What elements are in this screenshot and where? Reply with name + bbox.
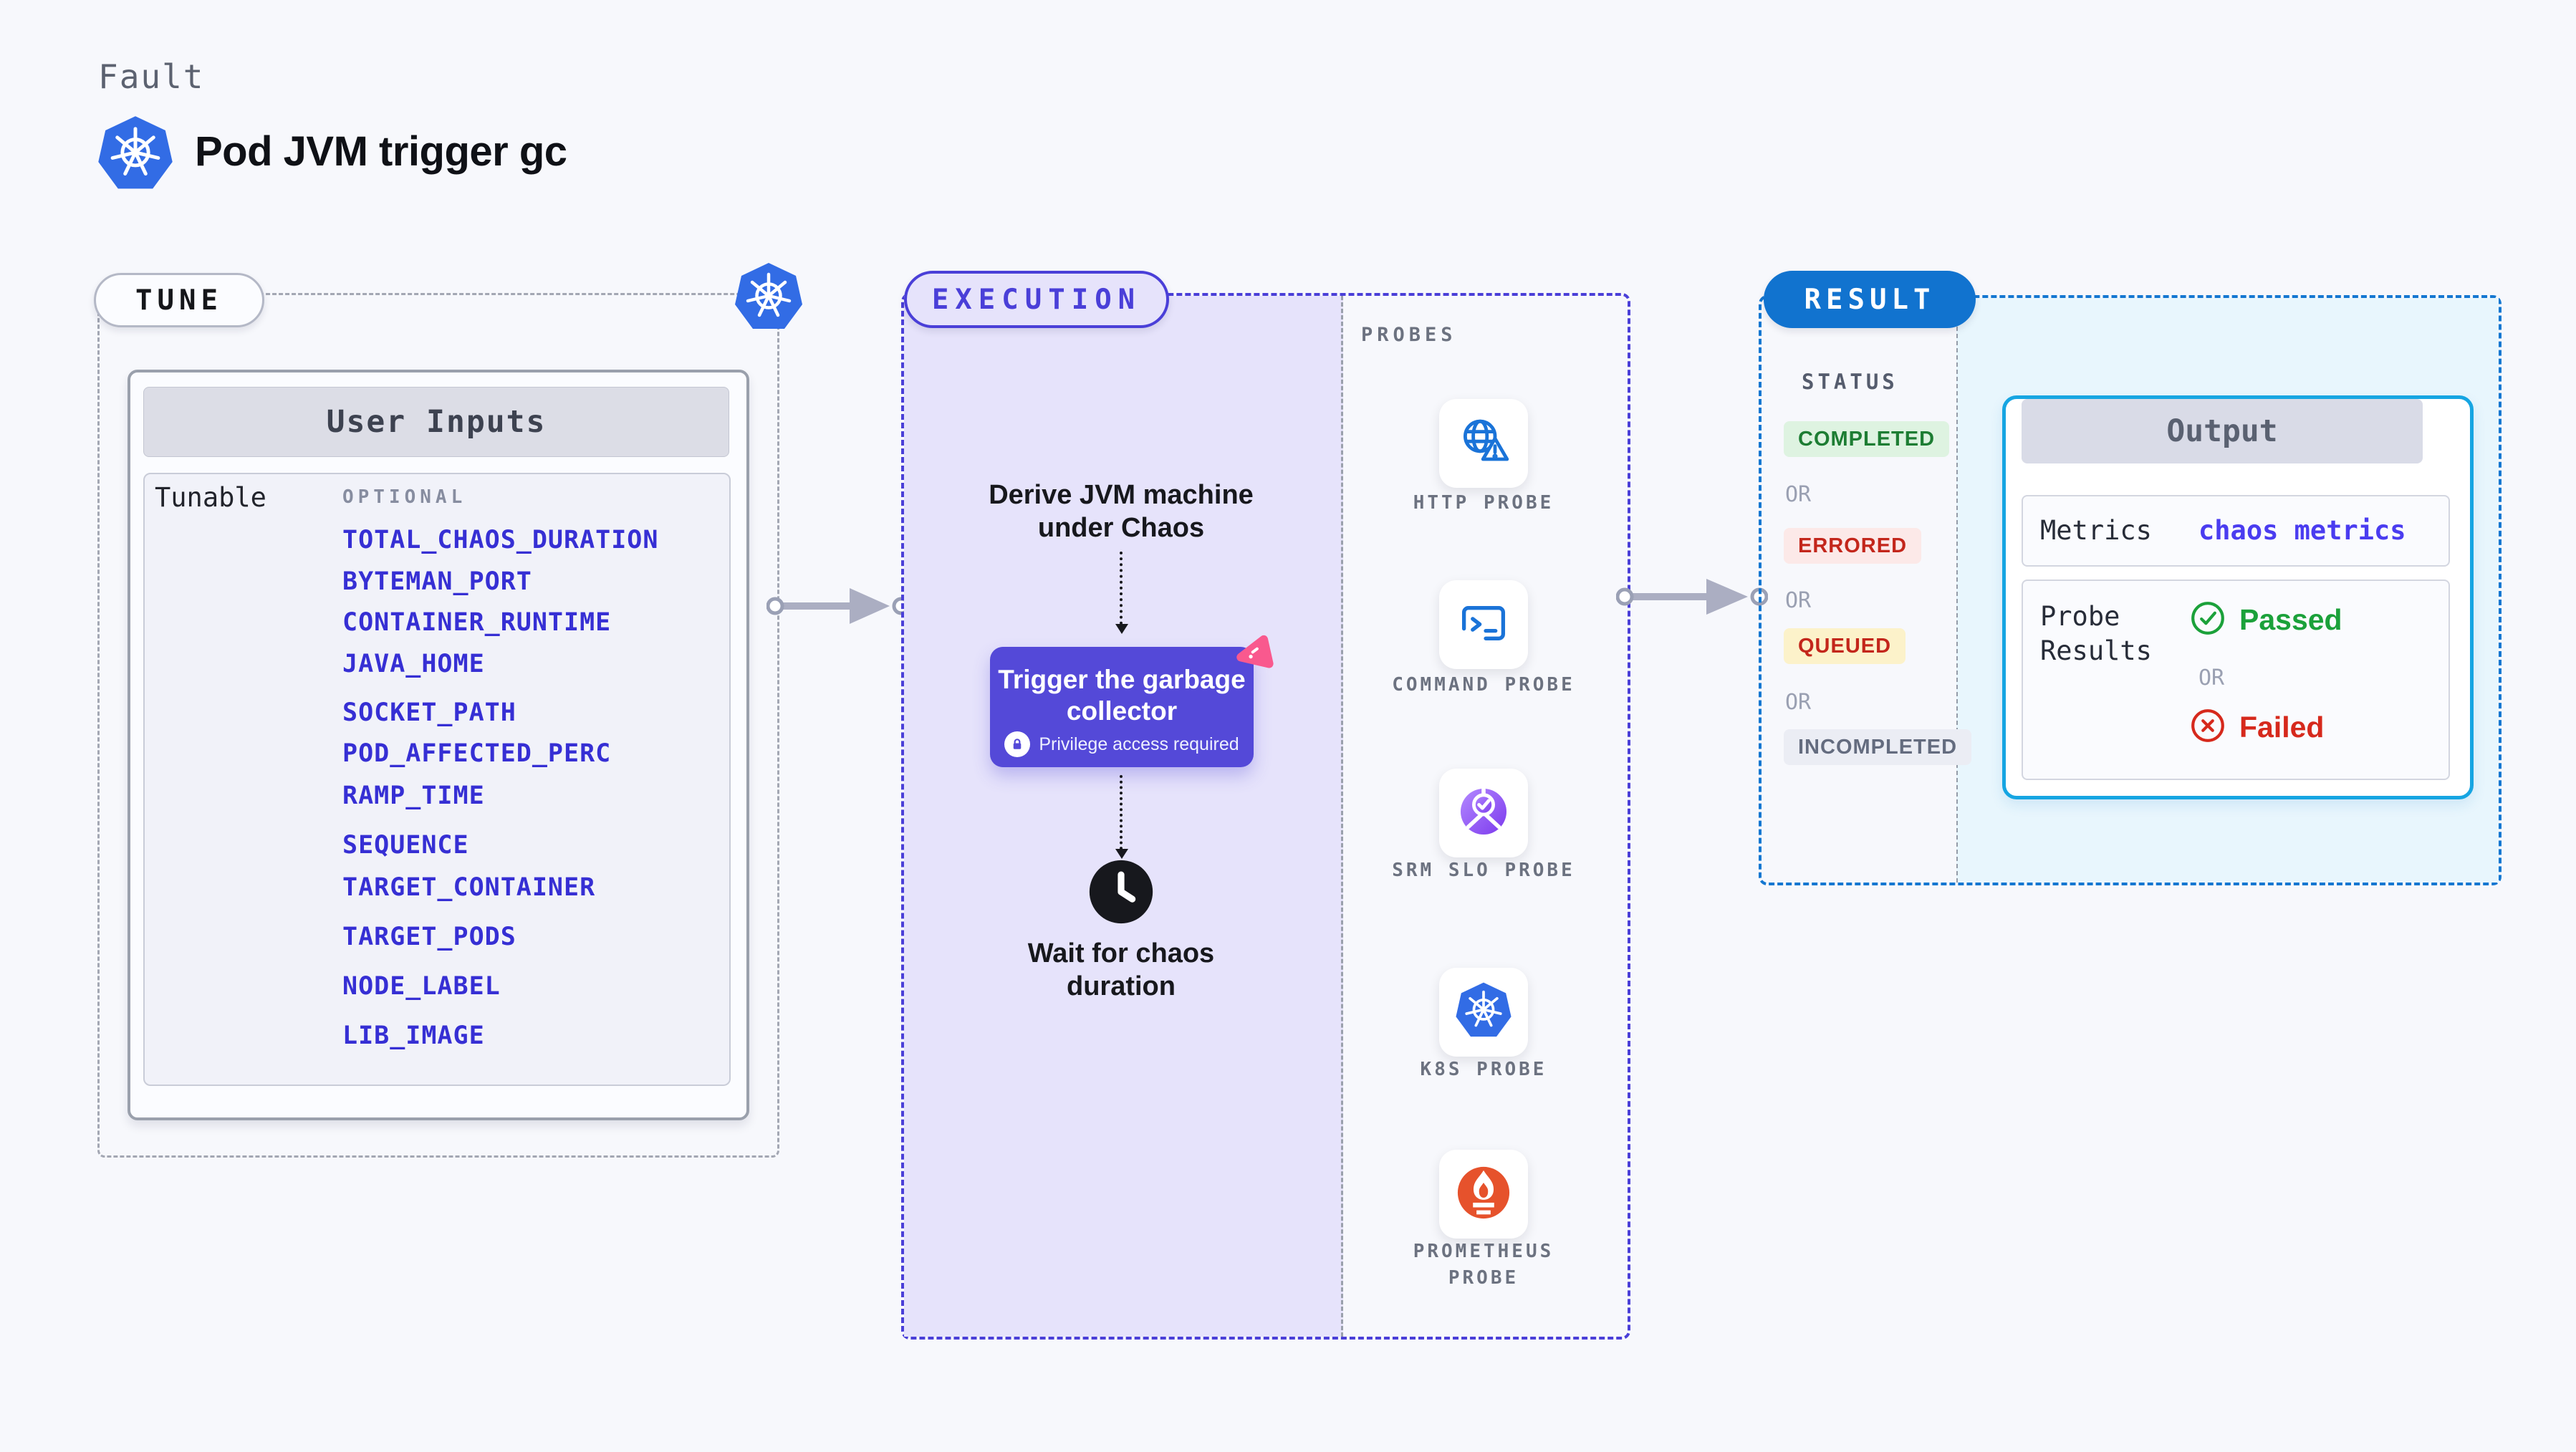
tunable-item: CONTAINER_RUNTIME: [342, 608, 612, 637]
or-separator: OR: [1785, 482, 1812, 507]
probe-label: COMMAND PROBE: [1392, 674, 1575, 696]
output-card: Output Metrics chaos metrics Probe Resul…: [2002, 395, 2474, 799]
tunables-list-panel: [143, 473, 731, 1086]
tunable-item: JAVA_HOME: [342, 650, 485, 678]
or-separator: OR: [1785, 588, 1812, 613]
tune-section-pill: TUNE: [94, 273, 264, 327]
tunable-item: BYTEMAN_PORT: [342, 567, 532, 596]
probe-card-k8s: [1439, 968, 1528, 1057]
kubernetes-icon: [733, 261, 804, 333]
user-inputs-header: User Inputs: [143, 387, 729, 457]
status-badge-completed: COMPLETED: [1784, 421, 1950, 457]
chaos-litmus-icon: [1229, 630, 1277, 681]
status-badge-errored: ERRORED: [1784, 528, 1922, 564]
tunable-item: POD_AFFECTED_PERC: [342, 739, 612, 768]
tunable-item: SOCKET_PATH: [342, 698, 516, 727]
check-circle-icon: [2189, 600, 2226, 640]
kubernetes-icon: [96, 115, 175, 193]
probe-card-prometheus: [1439, 1150, 1528, 1239]
kubernetes-icon: [1454, 981, 1513, 1044]
status-badge-queued: QUEUED: [1784, 628, 1906, 664]
privilege-badge: Privilege access required: [990, 731, 1254, 757]
execution-section-pill: EXECUTION: [904, 271, 1169, 328]
x-circle-icon: [2189, 707, 2226, 748]
terminal-icon: [1456, 596, 1511, 654]
passed-label: Passed: [2239, 603, 2342, 636]
probe-label: K8S PROBE: [1420, 1059, 1547, 1080]
tunable-item: TOTAL_CHAOS_DURATION: [342, 526, 659, 554]
tune-section-box: [97, 293, 779, 1158]
execution-flow-area: [904, 296, 1343, 1337]
flow-connector-down: [1115, 775, 1128, 859]
metrics-label: Metrics: [2040, 515, 2152, 546]
globe-alert-icon: [1455, 413, 1512, 474]
passed-result: Passed: [2189, 600, 2342, 640]
execution-section-box: [901, 293, 1630, 1340]
slo-gauge-icon: [1455, 783, 1512, 844]
probe-card-srm-slo: [1439, 769, 1528, 857]
probe-label: HTTP PROBE: [1413, 492, 1554, 514]
probe-label: PROMETHEUS PROBE: [1413, 1241, 1554, 1289]
or-separator: OR: [2198, 665, 2225, 691]
fault-kicker: Fault: [98, 57, 205, 96]
lock-icon: [1004, 731, 1031, 757]
metrics-row: Metrics chaos metrics: [2022, 495, 2450, 567]
tunable-item: TARGET_CONTAINER: [342, 873, 596, 902]
trigger-gc-node-title: Trigger the garbage collector: [998, 665, 1246, 726]
metrics-value: chaos metrics: [2198, 515, 2406, 546]
status-badge-incompleted: INCOMPLETED: [1784, 729, 1972, 765]
derive-jvm-step: Derive JVM machine under Chaos: [989, 480, 1254, 543]
optional-column-label: OPTIONAL: [342, 486, 467, 508]
tunable-item: LIB_IMAGE: [342, 1021, 485, 1050]
failed-result: Failed: [2189, 707, 2324, 748]
tunable-row-label: Tunable: [155, 482, 266, 513]
tunable-item: RAMP_TIME: [342, 782, 485, 810]
flow-arrow: [766, 582, 910, 633]
tunable-item: TARGET_PODS: [342, 923, 516, 951]
tunable-item: SEQUENCE: [342, 831, 469, 860]
probe-card-http: [1439, 399, 1528, 488]
page-title: Pod JVM trigger gc: [195, 128, 567, 175]
status-column-label: STATUS: [1802, 370, 1898, 394]
probe-results-row: Probe Results Passed OR: [2022, 580, 2450, 780]
prometheus-icon: [1454, 1163, 1513, 1226]
result-section-pill: RESULT: [1764, 271, 1976, 328]
probe-label: SRM SLO PROBE: [1392, 860, 1575, 881]
flow-arrow: [1615, 573, 1769, 624]
output-card-header: Output: [2022, 399, 2423, 463]
failed-label: Failed: [2239, 711, 2325, 744]
trigger-gc-node: Trigger the garbage collector Privilege …: [990, 647, 1254, 767]
or-separator: OR: [1785, 690, 1812, 715]
probe-card-command: [1439, 580, 1528, 669]
probes-column-label: PROBES: [1361, 324, 1457, 346]
clock-icon: [1088, 859, 1154, 928]
probe-results-label: Probe Results: [2040, 601, 2152, 666]
tunable-item: NODE_LABEL: [342, 972, 501, 1001]
flow-connector-down: [1115, 552, 1128, 634]
privilege-badge-text: Privilege access required: [1039, 734, 1239, 754]
wait-chaos-step: Wait for chaos duration: [1027, 938, 1215, 1001]
